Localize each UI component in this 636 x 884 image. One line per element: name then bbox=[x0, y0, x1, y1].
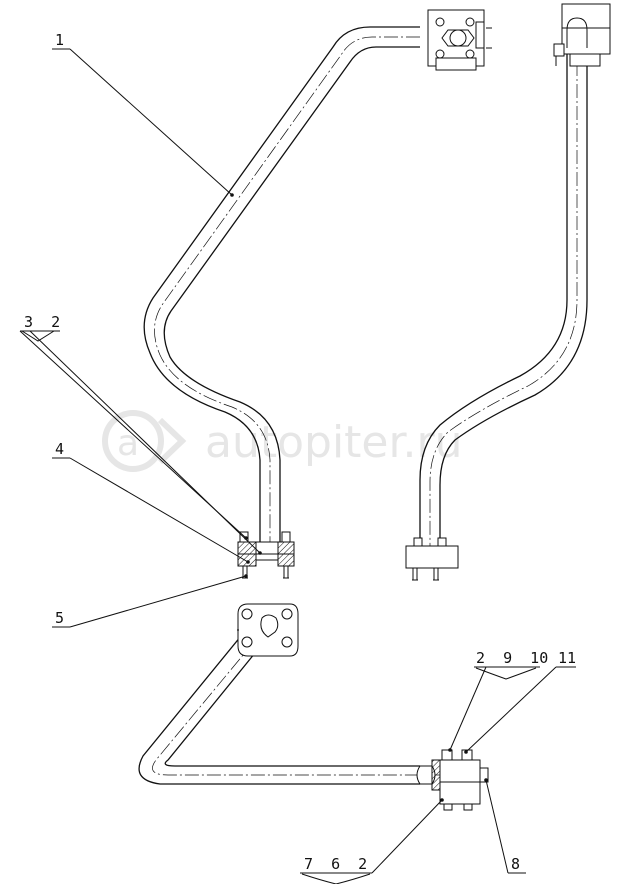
callout-leaders bbox=[19, 48, 576, 874]
lower-left-flange bbox=[237, 531, 295, 579]
callout-labels: 1 3 2 4 5 2 9 10 11 7 6 2 8 bbox=[24, 31, 576, 873]
callout-11: 11 bbox=[558, 649, 576, 667]
upper-right-flange bbox=[553, 3, 611, 67]
svg-text:a: a bbox=[117, 423, 139, 464]
callout-8: 8 bbox=[511, 855, 520, 873]
callout-1: 1 bbox=[55, 31, 64, 49]
lower-right-flange bbox=[405, 537, 459, 581]
lower-flange-plate bbox=[237, 603, 299, 657]
callout-2-9-10: 2 9 10 bbox=[476, 649, 548, 667]
callout-5: 5 bbox=[55, 609, 64, 627]
callout-4: 4 bbox=[55, 440, 64, 458]
upper-left-flange bbox=[427, 9, 492, 71]
watermark-text: autopiter.ru bbox=[205, 417, 463, 468]
lower-right-fitting bbox=[416, 749, 489, 811]
pipe-right bbox=[419, 40, 588, 550]
callout-3-2: 3 2 bbox=[24, 313, 60, 331]
pipe-1 bbox=[143, 26, 420, 548]
watermark: a autopiter.ru bbox=[102, 410, 463, 472]
group-brackets bbox=[21, 330, 537, 884]
callout-7-6-2: 7 6 2 bbox=[304, 855, 367, 873]
